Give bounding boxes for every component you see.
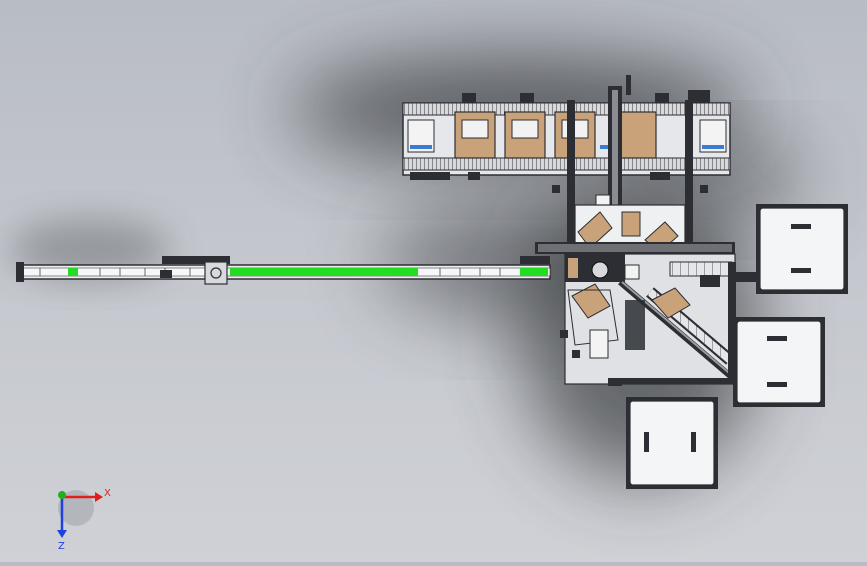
orientation-triad[interactable]: X Z	[57, 488, 111, 552]
coordinate-axes-icon	[58, 490, 94, 526]
upper-transfer-line[interactable]	[402, 75, 731, 193]
output-bin-middle-right[interactable]	[733, 317, 825, 407]
output-bin-bottom[interactable]	[626, 397, 718, 489]
z-axis-label: Z	[58, 541, 65, 552]
conveyor-green-segment	[520, 268, 548, 276]
conveyor-green-segment	[230, 268, 418, 276]
output-bin-upper-right[interactable]	[756, 204, 848, 294]
x-axis-label: X	[104, 488, 111, 499]
conveyor-green-segment	[68, 268, 78, 276]
infeed-conveyor[interactable]	[16, 256, 551, 285]
pallet-fixtures	[454, 111, 657, 159]
